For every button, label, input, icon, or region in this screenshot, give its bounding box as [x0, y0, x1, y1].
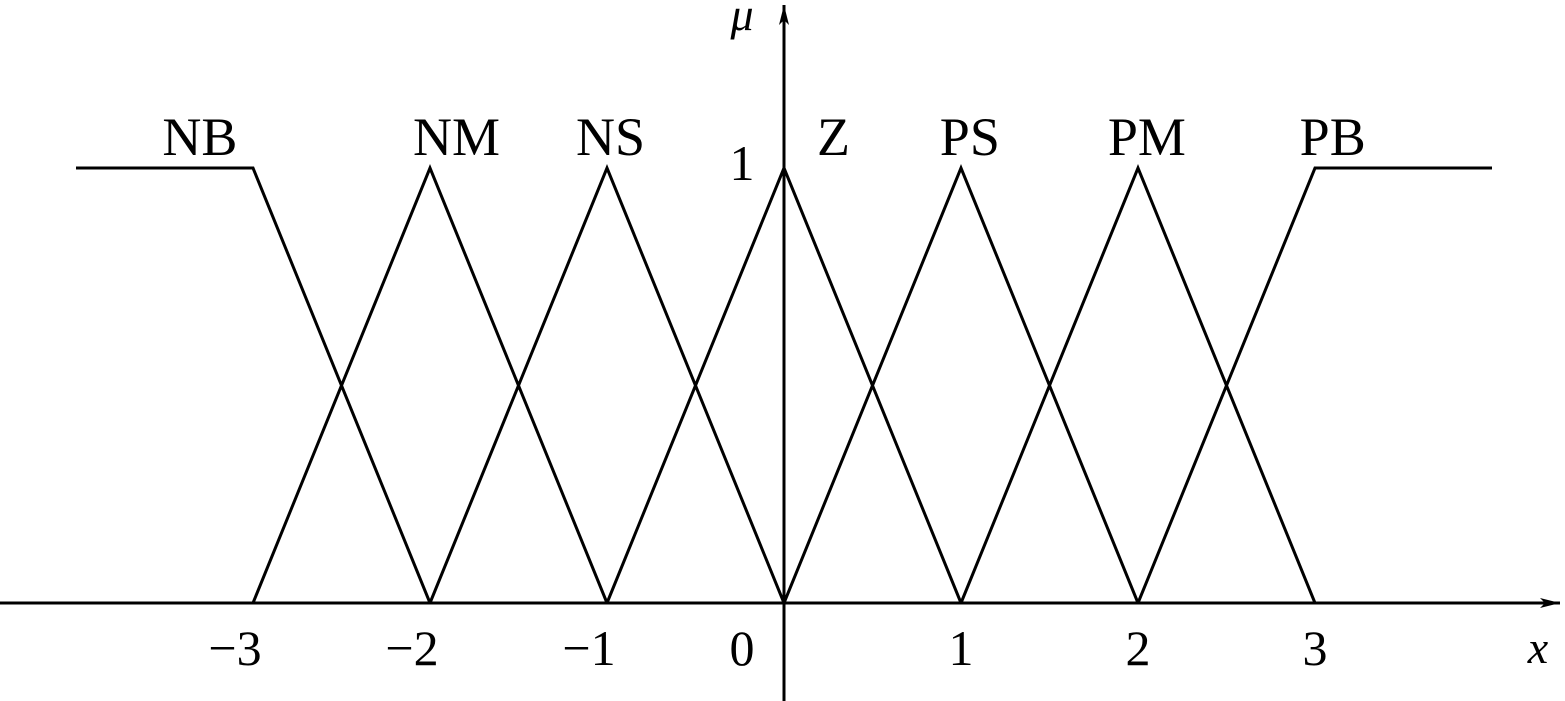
y-tick-label: 1 [730, 135, 755, 191]
series-line-pb [1136, 166, 1492, 604]
y-tick-labels: 1 [730, 135, 755, 191]
y-axis-name: μ [729, 0, 753, 40]
set-label-z: Z [817, 107, 850, 167]
x-tick-label: −2 [385, 620, 438, 676]
set-label-pm: PM [1108, 107, 1186, 167]
x-tick-labels: −3 −2 −1 0 1 2 3 [208, 620, 1327, 676]
x-axis-name: x [1527, 622, 1549, 673]
set-labels: NB NM NS Z PS PM PB [162, 107, 1365, 167]
set-label-nm: NM [413, 107, 500, 167]
series-line-pm [959, 164, 1317, 604]
x-tick-label: 3 [1303, 620, 1328, 676]
x-tick-label: 2 [1126, 620, 1151, 676]
series-line-z [605, 164, 963, 604]
series-line-ps [782, 164, 1140, 604]
membership-series [76, 164, 1492, 604]
x-tick-label: 0 [730, 620, 755, 676]
set-label-ps: PS [940, 107, 1000, 167]
series-line-ns [428, 164, 786, 604]
set-label-nb: NB [162, 107, 237, 167]
set-label-pb: PB [1300, 107, 1366, 167]
x-tick-label: −3 [208, 620, 261, 676]
series-line-nb [76, 166, 432, 604]
x-tick-label: −1 [562, 620, 615, 676]
set-label-ns: NS [576, 107, 645, 167]
series-line-nm [251, 164, 609, 604]
x-tick-label: 1 [949, 620, 974, 676]
